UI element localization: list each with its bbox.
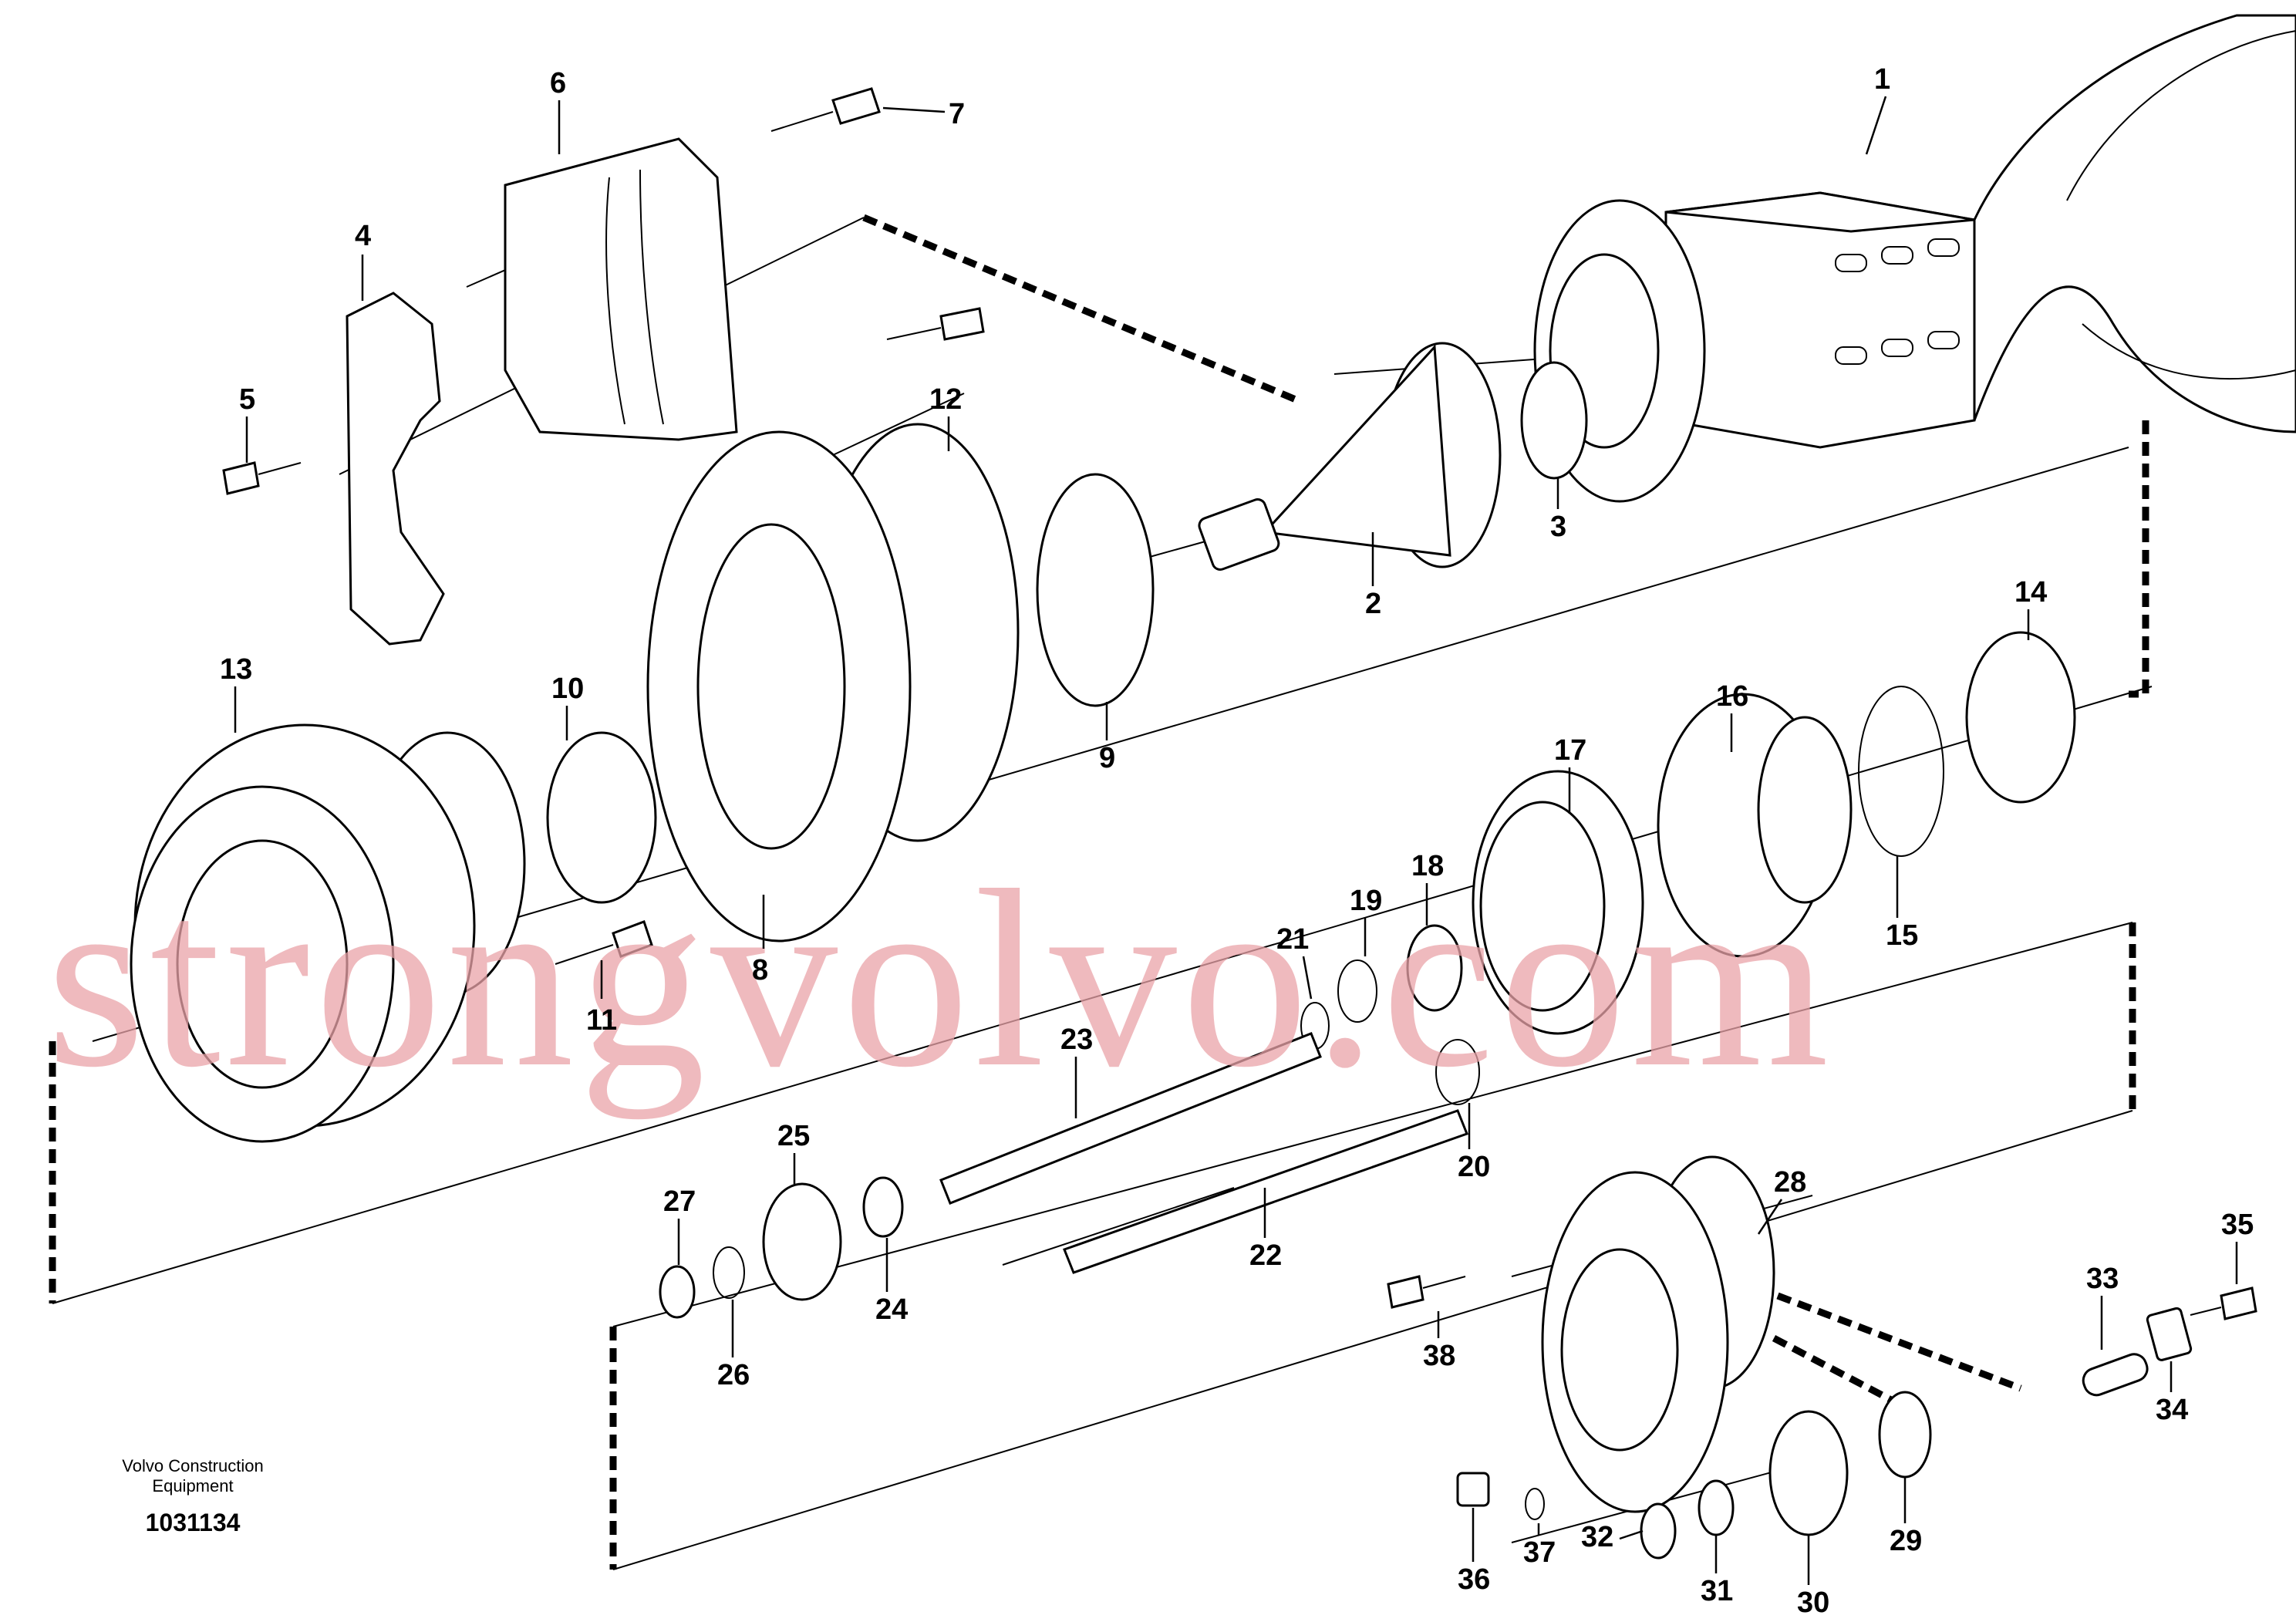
snap-ring-part [1858,686,1944,857]
seal-ring-part [1036,473,1155,707]
drawing-number: 1031134 [146,1509,241,1536]
callout-15: 15 [1886,919,1918,952]
thrust-washer-27-part [659,1265,696,1319]
callout-30: 30 [1797,1587,1829,1619]
callout-28: 28 [1774,1166,1806,1199]
lock-ring-19-part [1337,959,1377,1023]
callout-33: 33 [2086,1263,2119,1295]
bolts-group [222,87,2257,1320]
planet-gear-30-part [1768,1410,1849,1536]
watermark-text: strongvolvo.com [46,838,1833,1120]
callout-24: 24 [875,1293,908,1326]
pin-33-part [2082,1353,2149,1397]
callout-1: 1 [1874,63,1890,96]
callouts: 1 2 3 4 5 6 7 8 9 10 11 12 13 14 15 16 1… [220,63,2254,1619]
callout-34: 34 [2156,1394,2188,1426]
callout-23: 23 [1060,1023,1093,1056]
callout-25: 25 [777,1120,810,1152]
brake-bracket-part [346,292,445,646]
planetary-carrier-part [1657,693,1853,958]
callout-8: 8 [752,954,768,986]
callout-12: 12 [929,383,962,416]
callout-4: 4 [355,220,371,252]
seal-washer-37-part [1525,1488,1545,1520]
callout-10: 10 [551,673,584,705]
callout-18: 18 [1411,850,1444,882]
thrust-washer-32-part [1640,1502,1677,1560]
callout-38: 38 [1423,1340,1455,1372]
callout-2: 2 [1365,588,1381,620]
callout-20: 20 [1458,1151,1490,1183]
sun-gear-25-part [762,1182,842,1301]
bushing-29-part [1878,1391,1932,1479]
callout-22: 22 [1249,1239,1282,1272]
callout-19: 19 [1350,885,1382,917]
axle-housing-part [1533,14,2296,503]
bearing-part [546,731,657,904]
bushing-24-part [862,1176,904,1238]
callout-14: 14 [2014,576,2047,609]
callout-26: 26 [717,1359,750,1391]
plug-36-part [1456,1472,1490,1507]
callout-29: 29 [1890,1525,1922,1557]
callout-27: 27 [663,1185,696,1218]
callout-17: 17 [1554,734,1586,767]
callout-21: 21 [1276,923,1309,956]
callout-16: 16 [1716,680,1748,713]
lock-ring-20-part [1435,1039,1480,1105]
callout-36: 36 [1458,1563,1490,1596]
callout-13: 13 [220,653,252,686]
circlip-26-part [713,1246,745,1299]
brand-line-1: Volvo Construction [122,1456,263,1475]
callout-31: 31 [1701,1575,1733,1607]
spindle-part [1198,342,1502,571]
callout-35: 35 [2221,1209,2254,1241]
lock-plate-34-part [2146,1307,2193,1361]
nut-part [1406,924,1463,1012]
callout-32: 32 [1581,1521,1613,1553]
brand-line-2: Equipment [152,1476,233,1496]
callout-11: 11 [586,1004,617,1037]
callout-7: 7 [949,98,965,130]
bearing-right-part [1965,631,2076,804]
brake-caliper-part [504,137,738,441]
callout-5: 5 [239,383,255,416]
thrust-washer-31-part [1698,1479,1735,1536]
callout-3: 3 [1550,511,1566,543]
callout-6: 6 [550,67,566,99]
o-ring-part [1520,361,1588,480]
brake-disc-part [646,423,1020,943]
brand-block: Volvo Construction Equipment 1031134 [122,1456,263,1536]
ring-gear-part [1472,770,1644,1035]
hub-cover-part [1541,1155,1775,1513]
callout-37: 37 [1523,1536,1556,1569]
callout-9: 9 [1099,742,1115,774]
wheel-hub-part [130,723,526,1143]
